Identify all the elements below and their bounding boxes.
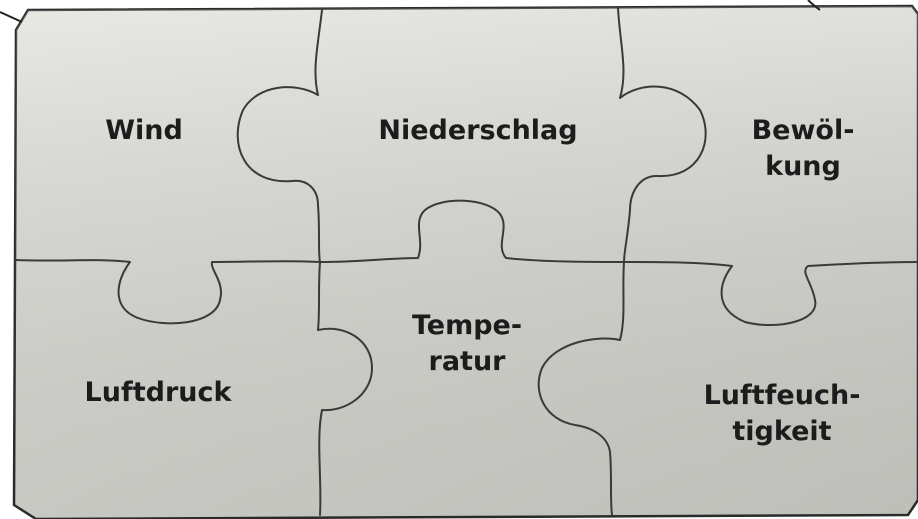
piece-label-niederschlag: Niederschlag <box>378 115 578 146</box>
piece-label-bewoelkung: Bewöl- kung <box>751 115 855 182</box>
piece-label-temperatur: Tempe- ratur <box>411 310 523 377</box>
cut-vertical-left-bottom <box>317 261 373 516</box>
piece-label-luftdruck: Luftdruck <box>84 377 232 408</box>
cut-vertical-right-top <box>617 7 707 263</box>
cut-horizontal <box>15 199 918 326</box>
cut-vertical-right-bottom <box>537 261 625 516</box>
sketch-line-right <box>807 0 821 11</box>
sketch-line-left <box>0 11 23 23</box>
piece-label-wind: Wind <box>105 115 183 146</box>
board-shade <box>14 6 918 519</box>
cut-vertical-left-top <box>236 9 323 263</box>
piece-label-luftfeuchtigkeit: Luftfeuch- tigkeit <box>703 380 861 447</box>
